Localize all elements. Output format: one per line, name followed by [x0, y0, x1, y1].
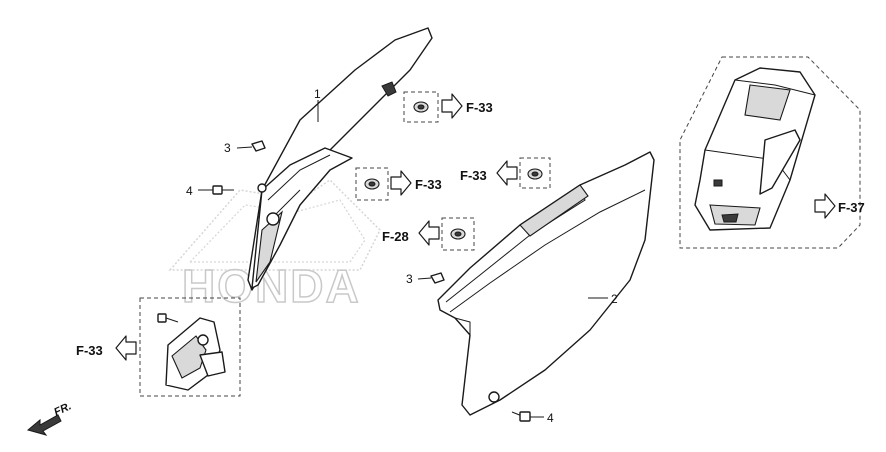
grommet-group-c: F-33: [460, 157, 551, 189]
part-1-shroud: [247, 27, 433, 291]
screw-3-upper: 3: [224, 140, 266, 155]
grommet-group-d: F-28: [382, 217, 475, 251]
watermark-text: HONDA: [182, 260, 361, 312]
grommet-group-b: F-33: [355, 167, 442, 201]
box-component-group: F-37: [679, 56, 865, 249]
part-2-side-cover: [437, 151, 655, 416]
screw-3-lower: 3: [406, 272, 445, 286]
grommet-group-a: F-33: [403, 91, 493, 123]
callout-3-upper: 3: [224, 141, 231, 155]
ref-f: F-37: [838, 200, 865, 215]
ref-e: F-33: [76, 343, 103, 358]
callout-2: 2: [611, 292, 618, 306]
bracket-group: F-33: [76, 297, 241, 397]
front-direction-arrow: FR.: [26, 400, 73, 436]
ref-c: F-33: [460, 168, 487, 183]
ref-d: F-28: [382, 229, 409, 244]
callout-4-lower: 4: [547, 411, 554, 425]
watermark-logo: HONDA: [168, 179, 381, 313]
bolt-4-lower: 4: [511, 411, 554, 425]
ref-b: F-33: [415, 177, 442, 192]
callout-1: 1: [314, 87, 321, 101]
front-label: FR.: [52, 400, 73, 418]
ref-a: F-33: [466, 100, 493, 115]
callout-4-upper: 4: [186, 184, 193, 198]
callout-3-lower: 3: [406, 272, 413, 286]
bolt-4-upper: 4: [186, 184, 234, 198]
